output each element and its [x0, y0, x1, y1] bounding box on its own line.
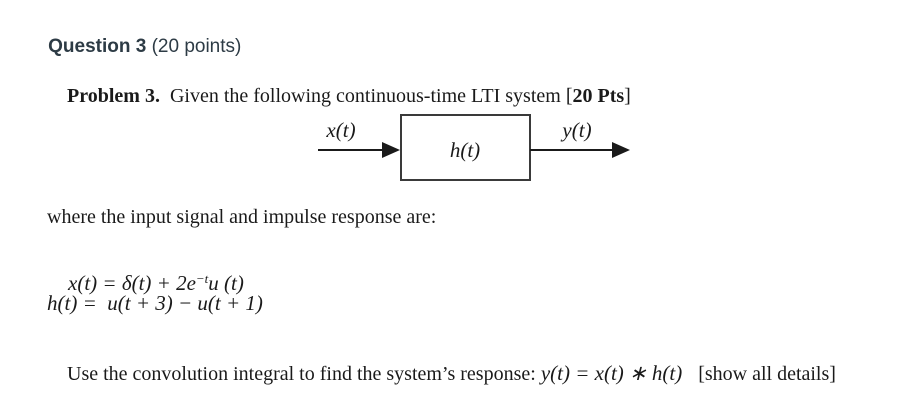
- lti-system-block-diagram: x(t) h(t) y(t): [318, 114, 630, 181]
- impulse-response-label: h(t): [450, 138, 480, 162]
- where-statement: where the input signal and impulse respo…: [47, 206, 437, 228]
- show-details-note: [show all details]: [698, 363, 836, 385]
- problem-pts: 20 Pts: [572, 85, 625, 107]
- impulse-response-equation: h(t) = u(t + 3) − u(t + 1): [47, 291, 263, 315]
- output-signal-label: y(t): [560, 118, 591, 142]
- input-signal-label: x(t): [325, 118, 355, 142]
- question-title: Question 3: [48, 36, 147, 57]
- eq-x-exponent: −t: [195, 271, 209, 286]
- convolution-equation: y(t) = x(t) ∗ h(t): [540, 361, 683, 385]
- eq-x-main: x(t) = δ(t) + 2e: [68, 271, 196, 295]
- input-signal-equation: x(t) = δ(t) + 2e−tu (t): [47, 246, 244, 321]
- eq-x-tail: u (t): [208, 271, 244, 295]
- instruction-text: Use the convolution integral to find the…: [67, 363, 541, 385]
- question-header: Question 3 (20 points): [27, 14, 241, 80]
- output-arrowhead-icon: [612, 142, 630, 158]
- system-block: [400, 114, 531, 181]
- problem-label: Problem 3.: [67, 85, 160, 107]
- problem-statement: Problem 3. Given the following continuou…: [47, 62, 631, 131]
- task-instruction: Use the convolution integral to find the…: [47, 338, 836, 401]
- input-arrowhead-icon: [382, 142, 400, 158]
- problem-text-end: ]: [624, 85, 631, 107]
- question-points: (20 points): [146, 36, 242, 57]
- problem-text: Given the following continuous-time LTI …: [159, 85, 573, 107]
